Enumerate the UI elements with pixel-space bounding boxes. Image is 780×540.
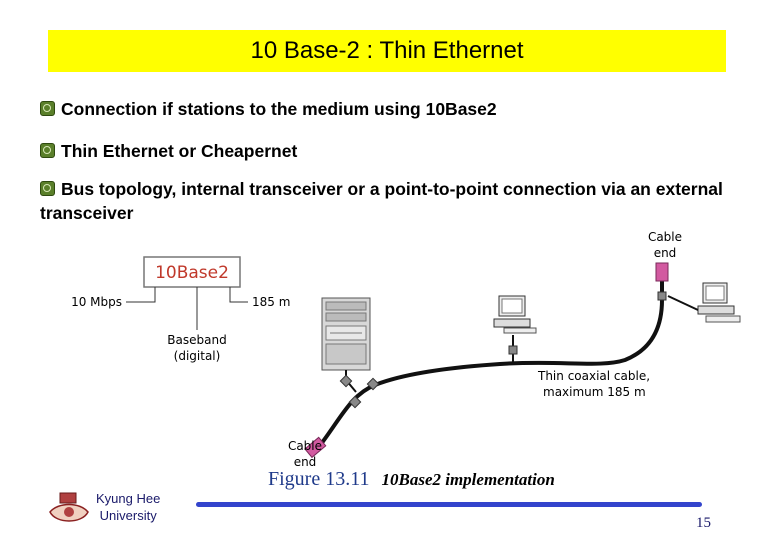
cable-end-bottom-label: Cable [288, 439, 322, 453]
t-connector-3 [508, 345, 518, 355]
institution-name: Kyung Hee University [96, 490, 160, 524]
institution-line-2: University [99, 508, 157, 523]
bullet-text: Connection if stations to the medium usi… [61, 99, 497, 119]
terminator-top [655, 262, 669, 282]
title-bar: 10 Base-2 : Thin Ethernet [48, 30, 726, 72]
bullet-3: Bus topology, internal transceiver or a … [40, 177, 730, 225]
page-number: 15 [696, 515, 711, 531]
workstation-2-drop [667, 295, 699, 311]
coax-sublabel: maximum 185 m [543, 385, 646, 399]
bullet-checkbox-icon [40, 143, 55, 158]
bullet-text: Bus topology, internal transceiver or a … [40, 179, 723, 223]
cable-end-bottom-sublabel: end [294, 455, 317, 469]
baseband-label: Baseband [167, 333, 226, 347]
coax-label: Thin coaxial cable, [537, 369, 650, 383]
footer-divider [196, 502, 702, 507]
length-leader [229, 287, 248, 303]
bullet-checkbox-icon [40, 101, 55, 116]
terminator-bottom [304, 436, 327, 459]
figure-description: 10Base2 implementation [381, 470, 555, 489]
t-connector-2 [348, 395, 362, 409]
figure-number: Figure 13.11 [268, 468, 370, 490]
figure-caption: Figure 13.11 10Base2 implementation [268, 468, 555, 491]
name-box [143, 256, 241, 288]
name-box-label: 10Base2 [155, 263, 229, 283]
bullet-checkbox-icon [40, 181, 55, 196]
t-connector-1 [366, 377, 380, 391]
rate-leader [126, 287, 156, 303]
coax-cable [316, 299, 664, 450]
bullet-text: Thin Ethernet or Cheapernet [61, 141, 298, 161]
length-label: 185 m [252, 295, 290, 309]
rate-label: 10 Mbps [71, 295, 122, 309]
institution-line-1: Kyung Hee [96, 491, 161, 506]
bullet-1: Connection if stations to the medium usi… [40, 97, 740, 121]
workstation-icon [493, 295, 537, 334]
cable-end-top-label: Cable [648, 230, 682, 244]
cable-end-top-sublabel: end [654, 246, 677, 260]
bullet-2: Thin Ethernet or Cheapernet [40, 139, 740, 163]
server-icon [321, 297, 371, 371]
baseband-sublabel: (digital) [174, 349, 221, 363]
slide-title: 10 Base-2 : Thin Ethernet [250, 37, 524, 64]
t-connector-4 [657, 291, 667, 301]
workstation-icon [697, 282, 741, 323]
transceiver-1 [339, 374, 353, 388]
university-logo-icon [49, 492, 89, 522]
